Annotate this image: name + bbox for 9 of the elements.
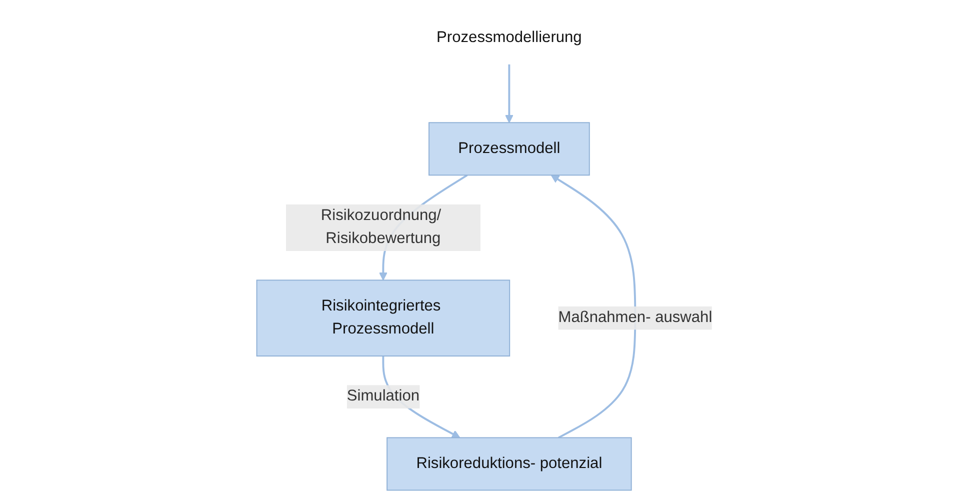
- arrow: [550, 174, 636, 439]
- edge-label: Risikozuordnung/ Risikobewertung: [320, 207, 441, 248]
- node-text: Prozessmodellierung: [436, 29, 582, 46]
- edge-label: Maßnahmen- auswahl: [558, 309, 712, 326]
- arrow: [504, 64, 513, 124]
- node-box: Prozessmodell: [428, 122, 590, 176]
- node-box: Risikoreduktions- potenzial: [386, 437, 632, 491]
- edge-label: Simulation: [346, 388, 420, 405]
- node-box: Risikointegriertes Prozessmodell: [256, 280, 510, 356]
